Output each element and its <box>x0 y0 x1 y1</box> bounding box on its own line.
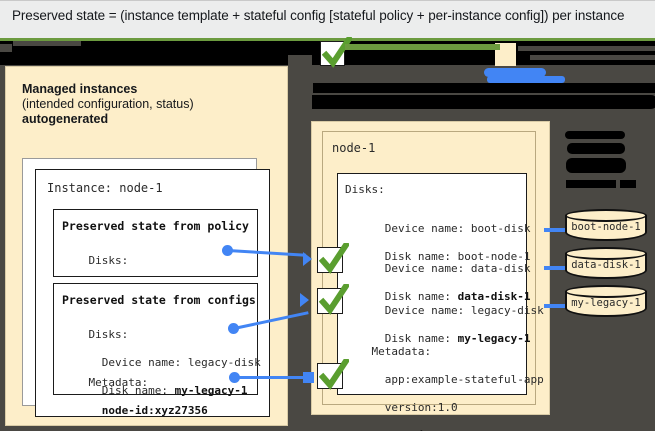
configs-disk-value: my-legacy-1 <box>174 384 248 397</box>
disk-link-data <box>544 266 571 270</box>
preserved-state-configs-box <box>53 283 258 395</box>
arrow-right-icon <box>303 252 312 266</box>
green-divider-rule <box>0 38 655 41</box>
configs-metadata-prefix <box>89 404 102 417</box>
configs-device-line: Device name: legacy-disk <box>88 356 261 369</box>
node-metadata-0: app:example-stateful-app <box>371 373 544 386</box>
disk-label-1: data-disk-1 <box>571 259 641 271</box>
node-disks-label: Disks: <box>345 183 385 196</box>
node-row-2-device: Device name: legacy-disk <box>371 304 544 317</box>
node-row-1-disk-value: data-disk-1 <box>457 290 531 303</box>
node-metadata-1: version:1.0 <box>371 401 458 414</box>
redaction-notch-left <box>0 44 12 52</box>
redaction-bar-c <box>310 95 655 109</box>
redaction-bar-d <box>565 131 625 139</box>
disk-link-legacy <box>544 304 571 308</box>
cylinder-top <box>565 247 647 260</box>
connector-line-metadata <box>235 376 307 379</box>
node-row-0-device: Device name: boot-disk <box>371 222 531 235</box>
configs-metadata-label: Metadata: <box>88 376 149 389</box>
managed-instances-heading: Managed instances <box>22 82 138 96</box>
redaction-gap-a <box>518 46 655 51</box>
preserved-state-policy-box <box>53 209 258 277</box>
redaction-bar-b <box>313 83 655 93</box>
check-mark-icon <box>319 243 349 274</box>
redaction-bar-g <box>566 180 616 188</box>
redaction-gap-b <box>530 55 655 60</box>
managed-instances-title: Managed instances (intended configuratio… <box>22 82 272 127</box>
check-mark-icon <box>319 359 349 390</box>
disk-cylinder-my-legacy-1: my-legacy-1 <box>565 285 647 320</box>
node-metadata-label: Metadata: <box>371 345 432 358</box>
configs-disks-label: Disks: <box>88 328 129 341</box>
check-badge-redacted <box>320 37 352 68</box>
redaction-bar-h <box>620 180 636 188</box>
disk-link-boot <box>544 228 571 232</box>
redaction-bar-f <box>566 158 626 173</box>
redaction-cream-chip <box>495 43 516 66</box>
check-mark-icon <box>322 37 352 68</box>
check-badge-data-disk <box>317 243 349 274</box>
column-divider <box>288 55 312 427</box>
cylinder-top <box>565 285 647 298</box>
connector-dot-policy-disk <box>222 245 233 256</box>
redaction-blue-a <box>484 68 546 77</box>
check-badge-legacy-disk <box>317 284 349 315</box>
connector-endpoint-metadata <box>303 372 314 383</box>
node-row-0-disk-prefix: Disk name: <box>371 250 458 263</box>
check-mark-icon <box>319 284 349 315</box>
header-band <box>0 0 655 38</box>
redaction-green-streak <box>345 44 500 50</box>
redaction-notch-left2 <box>13 41 81 46</box>
page-title: Preserved state = (instance template + s… <box>12 8 625 23</box>
configs-box-heading: Preserved state from configs <box>62 293 256 307</box>
disk-label-0: boot-node-1 <box>571 221 641 233</box>
redaction-bar-e <box>567 143 625 154</box>
node-metadata-2: node-id:xyz27356 <box>372 429 491 431</box>
managed-instances-subheading: (intended configuration, status) <box>22 97 194 111</box>
connector-dot-metadata <box>229 372 240 383</box>
managed-instances-autogen: autogenerated <box>22 112 109 126</box>
node-row-0-disk-value: boot-node-1 <box>457 250 531 263</box>
check-badge-node-id <box>317 359 349 390</box>
policy-disks-label: Disks: <box>88 254 129 267</box>
redaction-blue-b <box>487 76 565 83</box>
connector-dot-configs-disk <box>228 323 239 334</box>
node-row-1-device: Device name: data-disk <box>371 262 531 275</box>
arrow-right-icon <box>300 293 309 307</box>
configs-metadata-value: node-id:xyz27356 <box>101 404 208 417</box>
disk-cylinder-boot-node-1: boot-node-1 <box>565 209 647 244</box>
disk-label-2: my-legacy-1 <box>571 297 641 309</box>
instance-label: Instance: node-1 <box>47 181 163 195</box>
disk-cylinder-data-disk-1: data-disk-1 <box>565 247 647 282</box>
cylinder-top <box>565 209 647 222</box>
node-label: node-1 <box>332 141 376 155</box>
node-row-2-disk-prefix: Disk name: <box>371 332 458 345</box>
node-row-1-disk-prefix: Disk name: <box>371 290 458 303</box>
configs-disk-prefix: Disk name: <box>88 384 175 397</box>
policy-box-heading: Preserved state from policy <box>62 219 249 233</box>
node-details-box <box>337 173 527 395</box>
node-row-2-disk-value: my-legacy-1 <box>457 332 531 345</box>
